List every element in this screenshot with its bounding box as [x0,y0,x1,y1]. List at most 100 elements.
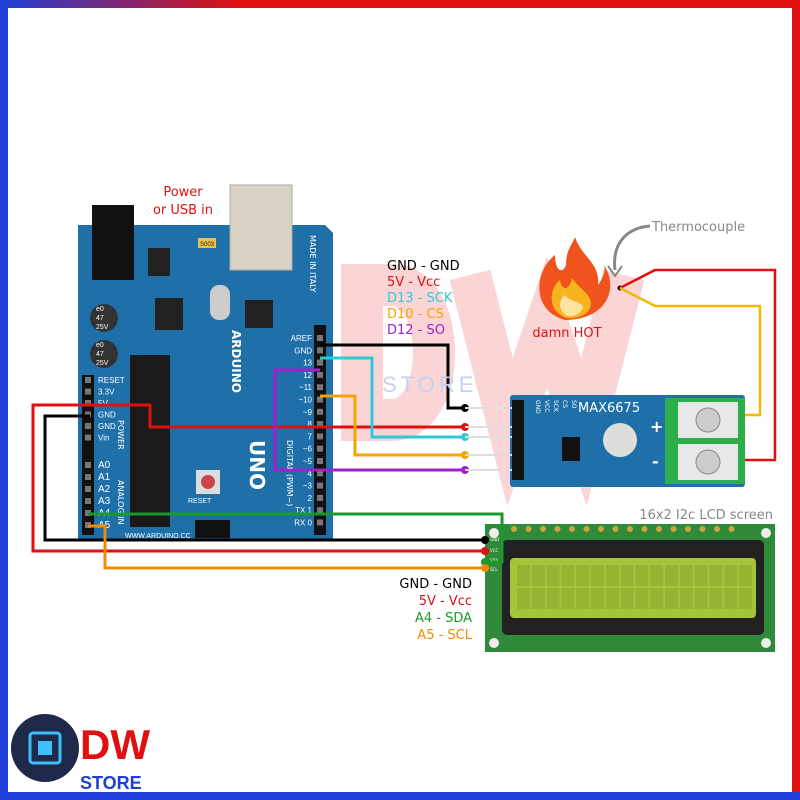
connection-label: D12 - SO [387,323,445,338]
lcd-pin-label: GND [490,537,499,542]
lcd-pin-label: SCL [490,567,498,572]
pin-label: RX 0 [294,519,312,528]
frame-left [0,0,8,800]
frame-top [0,0,800,8]
lcd-char-cell [605,565,619,586]
module-pin-label: CS [561,400,568,408]
arrow-icon [613,224,651,271]
chip-icon [28,731,62,765]
pin-label: ~3 [303,482,313,491]
header-pin [317,347,323,354]
lcd-char-cell [694,588,708,609]
svg-text:WWW.ARDUINO.CC: WWW.ARDUINO.CC [125,533,191,540]
wire-scl [88,524,485,570]
svg-text:47: 47 [96,315,104,322]
pin-label: A0 [98,460,111,471]
lcd-header-pin [641,526,648,532]
lcd-char-cell [635,565,649,586]
lcd-header-pin [656,526,662,532]
lcd-header-pin [583,526,590,532]
lcd-char-cell [679,588,693,609]
lcd-header-pin [728,526,735,532]
header-pin [85,434,91,441]
watermark-store: STORE [382,372,477,397]
lcd-header-pin [670,526,677,532]
header-pin [85,486,91,492]
thermocouple-yellow-wire [619,286,762,417]
usb-port [229,184,293,271]
lcd-header-pin [685,526,691,532]
svg-text:POWER: POWER [116,420,125,450]
connection-label: A5 - SCL [417,628,472,643]
lcd-char-cell [531,565,545,586]
arduino-uno-board: e0 47 25V e0 47 25V S003 RESET ARDUINO U… [78,184,333,540]
pin-label: 12 [303,371,312,380]
lcd-header-pin [627,526,633,532]
pin-label: ~9 [303,408,313,417]
header-pin [317,408,323,415]
pin-label: ~10 [298,396,312,405]
thermocouple-red-wire [619,268,777,462]
arduino-brand: ARDUINO [229,330,243,393]
svg-text:25V: 25V [96,324,109,331]
reset-button[interactable] [201,475,215,489]
header-pin [317,507,323,514]
pin-label: 3.3V [98,388,115,397]
pin-label: ~11 [299,383,313,392]
header-pin [85,377,91,383]
lcd-char-cell [517,565,530,586]
arduino-model: UNO [245,440,269,490]
connection-label: GND - GND [387,259,460,274]
wire-sck [320,356,465,439]
connection-label: GND - GND [399,577,472,592]
wire-gnd-lcd [43,414,485,542]
module-pin-label: SO [570,400,577,409]
header-pin [317,433,323,440]
header-pin [317,445,323,452]
dc-jack [92,205,134,280]
lcd-header-pin [511,526,517,532]
lcd-header-pin [540,526,546,532]
header-pin [317,359,323,366]
module-title: MAX6675 [578,401,640,416]
lcd-char-cell [605,588,619,609]
header-pin [85,474,91,480]
pin-label: A1 [98,472,111,483]
header-pin [317,371,323,378]
header-pin [85,462,91,468]
header-pin [317,470,323,477]
lcd-char-cell [724,565,738,586]
lcd-char-cell [591,565,604,586]
svg-text:ANALOG IN: ANALOG IN [116,480,125,525]
pin-label: ~5 [303,457,313,466]
header-pin [85,498,91,504]
lcd-char-cell [679,565,693,586]
module-pin-label: GND [534,400,541,414]
lcd-char-cell [665,565,678,586]
frame-right [792,0,800,800]
pin-label: ~6 [303,445,313,454]
lcd-char-cell [650,565,664,586]
header-pin [317,384,323,391]
flame-label: damn HOT [532,326,601,341]
power-label: Power [163,185,203,200]
lcd-char-cell [709,588,723,609]
pin-label: 13 [303,359,312,368]
pin-label: A3 [98,496,111,507]
mount-hole [603,423,637,457]
atmega-chip [130,355,170,527]
pin-label: TX 1 [295,506,312,515]
header-pin [317,396,323,403]
svg-text:S003: S003 [200,242,215,248]
wires [31,343,504,570]
pin-label: GND [294,346,312,355]
thermocouple-label: Thermocouple [651,220,745,235]
header-pin [85,388,91,395]
lcd-char-cell [724,588,738,609]
pin-label: GND [98,422,116,431]
lcd-char-cell [561,565,575,586]
lcd-char-cell [561,588,575,609]
pin-label: A2 [98,484,111,495]
pin-label: 2 [308,494,313,503]
